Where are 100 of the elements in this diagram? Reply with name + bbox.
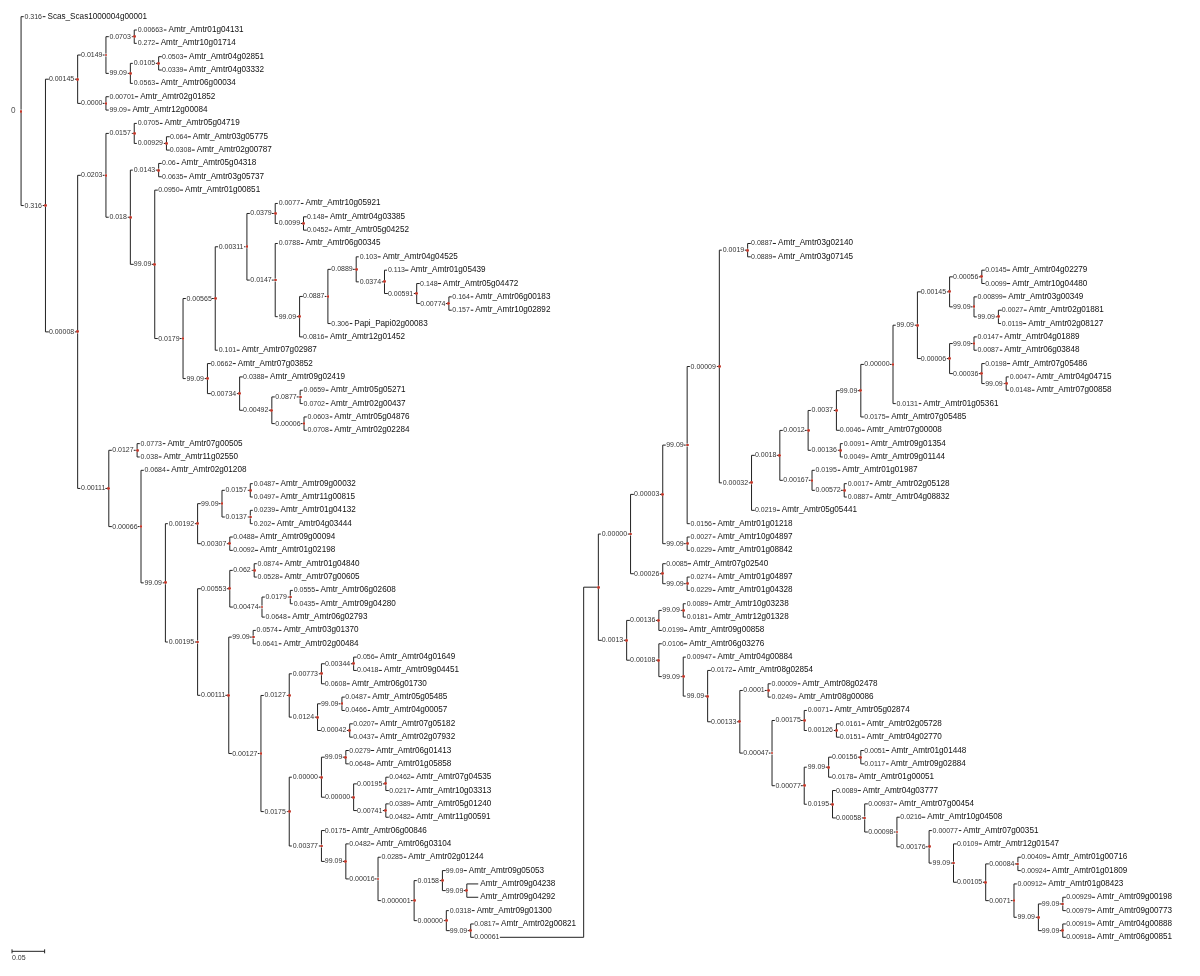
taxon-name: Amtr_Amtr04g00057 (370, 706, 448, 715)
taxon-name: Amtr_Amtr09g04292 (478, 892, 556, 902)
taxon-name: Amtr_Amtr07g00008 (864, 425, 942, 435)
branch-line (274, 243, 304, 280)
dot-icon (196, 522, 199, 526)
branch-line (105, 176, 130, 218)
taxon-name: Amtr_Amtr05g04719 (162, 118, 240, 128)
dot-icon (139, 525, 143, 528)
dot-icon (287, 810, 291, 813)
taxon-name: Amtr_Amtr01g05361 (921, 399, 999, 409)
taxon-name: Amtr_Amtr09g04451 (381, 665, 460, 675)
branch-line (77, 174, 106, 331)
taxon-name: Amtr_Amtr02g00437 (328, 399, 406, 409)
taxon-name: Amtr_Amtr02g02284 (332, 425, 410, 435)
dot-icon (661, 572, 665, 576)
dot-icon (287, 694, 291, 697)
taxon-name: Amtr_Amtr10g02892 (473, 305, 551, 315)
dot-icon (444, 919, 448, 922)
dot-icon (135, 448, 139, 452)
taxon-name: Amtr_Amtr10g01714 (158, 38, 236, 48)
taxon-name: Amtr_Amtr10g04508 (925, 812, 1003, 822)
taxon-name: Amtr_Amtr06g02793 (290, 612, 368, 622)
dot-icon (827, 765, 830, 769)
taxon-name: Amtr_Amtr09g04280 (318, 599, 396, 609)
branch-line (466, 883, 479, 890)
taxon-name: Amtr_Amtr04g03777 (860, 786, 938, 795)
taxon-name: Amtr_Amtr09g01144 (868, 452, 946, 462)
taxon-name: Amtr_Amtr06g00183 (473, 292, 551, 302)
branch-line (20, 16, 46, 111)
taxon-name: Amtr_Amtr08g02478 (800, 679, 878, 689)
taxon-name: Amtr_Amtr05g04252 (331, 225, 409, 235)
dot-icon (238, 392, 242, 395)
dot-icon (273, 278, 277, 282)
taxon-name: Amtr_Amtr09g00773 (1095, 906, 1173, 916)
branch-line (260, 694, 289, 753)
taxon-name: Amtr_Amtr05g05271 (328, 385, 406, 395)
branch-line (260, 754, 289, 813)
taxon-name: Amtr_Amtr07g05182 (378, 719, 456, 729)
dot-icon (273, 212, 277, 215)
taxon-name: Amtr_Amtr06g02608 (318, 585, 396, 595)
taxon-name: Amtr_Amtr07g04535 (414, 772, 492, 782)
dot-icon (344, 755, 348, 759)
taxon-name: Amtr_Amtr05g04472 (441, 279, 519, 288)
dot-icon (657, 619, 661, 622)
dot-icon (245, 245, 249, 249)
taxon-name: Amtr_Amtr04g02770 (864, 732, 942, 742)
taxon-name: Amtr_Amtr04g03332 (186, 65, 265, 75)
dot-icon (681, 675, 685, 678)
taxon-name: Amtr_Amtr02g01244 (406, 852, 484, 862)
taxon-name: Amtr_Amtr02g01208 (169, 465, 247, 475)
dot-icon (1012, 899, 1016, 902)
dot-icon (298, 315, 301, 319)
taxon-name: Amtr_Amtr01g01218 (715, 519, 793, 529)
taxon-name: Amtr_Amtr09g01354 (868, 439, 946, 449)
taxon-name: Amtr_Amtr01g08423 (1046, 879, 1124, 889)
dot-icon (1004, 382, 1008, 385)
branch-line (466, 891, 479, 898)
dot-icon (19, 109, 23, 113)
taxon-name: Scas_Scas1000004g00001 (45, 12, 148, 22)
dot-icon (972, 342, 976, 345)
dot-icon (320, 672, 323, 676)
taxon-name: Amtr_Amtr01g02198 (258, 545, 336, 555)
dot-icon (288, 595, 292, 599)
taxon-name: Amtr_Amtr02g00484 (281, 639, 359, 649)
taxon-name: Amtr_Amtr10g04897 (715, 532, 793, 542)
node-label: 0 (11, 106, 16, 116)
taxon-name: Amtr_Amtr01g04132 (278, 505, 356, 515)
branch-line (718, 249, 747, 366)
taxon-name: Amtr_Amtr09g01300 (474, 906, 552, 916)
taxon-name: Amtr_Amtr04g00888 (1095, 919, 1173, 929)
dot-icon (302, 422, 306, 425)
dot-icon (165, 142, 168, 145)
dot-icon (766, 689, 770, 692)
dot-icon (838, 448, 842, 452)
taxon-name: Amtr_Amtr06g01730 (349, 679, 427, 689)
taxon-name: Amtr_Amtr06g03276 (687, 639, 765, 649)
branch-line (214, 299, 241, 351)
taxon-name: Amtr_Amtr05g01240 (414, 799, 492, 809)
taxon-name: Amtr_Amtr06g03848 (1002, 345, 1080, 355)
dot-icon (685, 582, 689, 586)
dot-icon (802, 719, 806, 722)
dot-icon (316, 715, 319, 719)
dot-icon (863, 816, 867, 820)
dot-icon (412, 899, 416, 902)
taxon-name: Amtr_Amtr04g00884 (715, 652, 793, 662)
dot-icon (1061, 929, 1065, 932)
dot-icon (972, 305, 976, 309)
taxon-name: Amtr_Amtr11g00591 (414, 812, 491, 822)
dot-icon (810, 478, 814, 482)
taxon-name: Amtr_Amtr12g00084 (130, 105, 208, 115)
taxon-name: Amtr_Amtr01g00851 (183, 185, 261, 195)
dot-icon (132, 35, 136, 39)
taxon-name: Amtr_Amtr09g00032 (278, 479, 356, 489)
taxon-name: Amtr_Amtr07g05486 (1010, 359, 1088, 369)
dot-icon (248, 488, 252, 492)
taxon-name: Amtr_Amtr08g00086 (796, 692, 874, 702)
dot-icon (415, 292, 419, 295)
taxon-name: Amtr_Amtr11g00815 (278, 492, 356, 502)
taxon-name: Amtr_Amtr06g00851 (1095, 932, 1173, 942)
taxon-name: Amtr_Amtr02g05128 (872, 479, 950, 489)
